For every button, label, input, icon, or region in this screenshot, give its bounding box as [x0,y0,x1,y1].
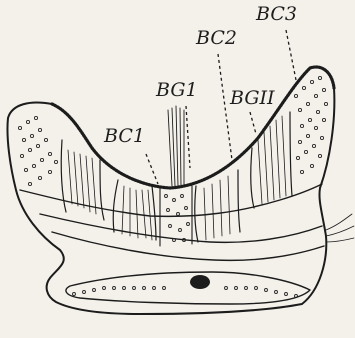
dark-nucleus [190,275,210,289]
label-bg1: BG1 [155,79,198,101]
label-bg2: BGII [229,87,275,109]
label-bc1: BC1 [103,125,145,147]
label-bc2: BC2 [195,27,237,49]
label-bc3: BC3 [255,3,297,25]
